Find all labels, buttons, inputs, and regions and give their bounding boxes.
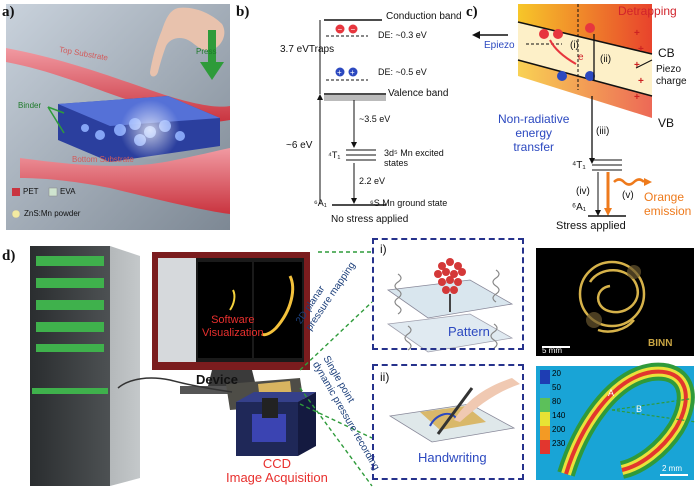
panel-a-label: a) <box>2 4 15 20</box>
handwriting-box <box>372 364 524 480</box>
step-v-label: (v) <box>622 190 634 201</box>
panel-a-illustration <box>6 4 230 230</box>
panel-c: + + + + + c) Detrapping Epiezo CB Piezo cha… <box>466 0 700 232</box>
binn-label: BINN <box>648 338 673 349</box>
nonrad-label: Non-radiative energy transfer <box>498 112 570 154</box>
de2-label: DE: ~0.5 eV <box>378 67 427 77</box>
6a1-label: ⁶A₁ <box>314 198 327 208</box>
piezo-charge-label: Piezo charge <box>656 64 687 87</box>
panel-d: d) Software Visualization Device CCD Ima… <box>0 238 700 489</box>
c-4t1-label: ⁴T₁ <box>572 160 586 171</box>
band-diagram: −− + + <box>317 19 386 206</box>
piezo-band-diagram: + + + + + <box>472 4 653 217</box>
svg-text:−: − <box>351 25 356 34</box>
4t1-label: ⁴T₁ <box>328 150 341 160</box>
e6-label: ~6 eV <box>286 140 313 151</box>
point-a-label: A <box>608 388 615 398</box>
ground-state-label: ⁶S Mn ground state <box>370 198 448 208</box>
e35-label: ~3.5 eV <box>359 114 391 124</box>
c-6a1-label: ⁶A₁ <box>572 202 587 213</box>
colorbar-tick: 200 <box>552 425 566 434</box>
point-b-label: B <box>636 404 643 414</box>
press-label: Press <box>196 47 217 56</box>
setup-illustration <box>30 246 697 487</box>
ccd-label: CCD Image Acquisition <box>226 456 328 485</box>
step-i-label: (i) <box>570 40 579 51</box>
legend-eva: EVA <box>60 187 76 196</box>
svg-text:+: + <box>638 76 644 87</box>
orange-emission-label: Orange emission <box>644 190 692 218</box>
software-visualization-label: Software Visualization <box>202 314 264 339</box>
svg-text:+: + <box>337 68 342 77</box>
excited-states-label: 3d⁵ Mn excited states <box>384 148 444 168</box>
handwriting-index: ii) <box>380 370 390 384</box>
cb-label: CB <box>658 46 675 60</box>
stress-applied-label: Stress applied <box>556 220 626 232</box>
panel-a: a) Top Substrate Bottom Substrate Binder… <box>0 0 232 232</box>
colorbar-tick: 80 <box>552 397 561 406</box>
de1-label: DE: ~0.3 eV <box>378 30 427 40</box>
valence-band-label: Valence band <box>388 88 449 99</box>
svg-text:−: − <box>338 25 343 34</box>
svg-text:+: + <box>634 92 640 103</box>
svg-text:+: + <box>634 28 640 39</box>
handwriting-label: Handwriting <box>418 450 487 465</box>
electron-label: e <box>578 52 584 63</box>
traps-label: 3.7 eVTraps <box>280 44 335 55</box>
scale-bar-2-label: 2 mm <box>662 464 682 473</box>
detrapping-label: Detrapping <box>618 4 677 18</box>
svg-text:+: + <box>638 44 644 55</box>
panel-b: −− + + b) Conduction band 3.7 eVTraps DE:… <box>236 0 462 232</box>
colorbar-tick: 20 <box>552 369 561 378</box>
no-stress-label: No stress applied <box>331 214 409 225</box>
colorbar-tick: 50 <box>552 383 561 392</box>
svg-text:+: + <box>634 60 640 71</box>
panel-c-label: c) <box>466 4 478 20</box>
vb-label: VB <box>658 116 675 130</box>
step-iv-label: (iv) <box>576 186 590 197</box>
svg-text:+: + <box>350 68 355 77</box>
panel-d-label: d) <box>2 248 16 264</box>
legend-zns: ZnS:Mn powder <box>24 209 81 218</box>
scale-bar-1-label: 5 mm <box>542 346 562 355</box>
legend-pet: PET <box>23 187 39 196</box>
panel-b-label: b) <box>236 4 250 20</box>
pattern-index: i) <box>380 242 387 256</box>
device-label: Device <box>196 372 238 387</box>
colorbar-tick: 230 <box>552 439 566 448</box>
binder-label: Binder <box>18 101 42 110</box>
epiezo-label: Epiezo <box>484 40 515 51</box>
step-ii-label: (ii) <box>600 54 612 65</box>
e22-label: 2.2 eV <box>359 176 386 186</box>
colorbar-tick: 140 <box>552 411 566 420</box>
step-iii-label: (iii) <box>596 126 610 137</box>
pattern-label: Pattern <box>448 324 490 339</box>
bottom-substrate-label: Bottom Substrate <box>72 155 134 164</box>
conduction-band-label: Conduction band <box>386 11 462 22</box>
pattern-box <box>372 238 524 350</box>
colorbar-labels: 20 50 80 140 200 230 <box>552 367 565 451</box>
